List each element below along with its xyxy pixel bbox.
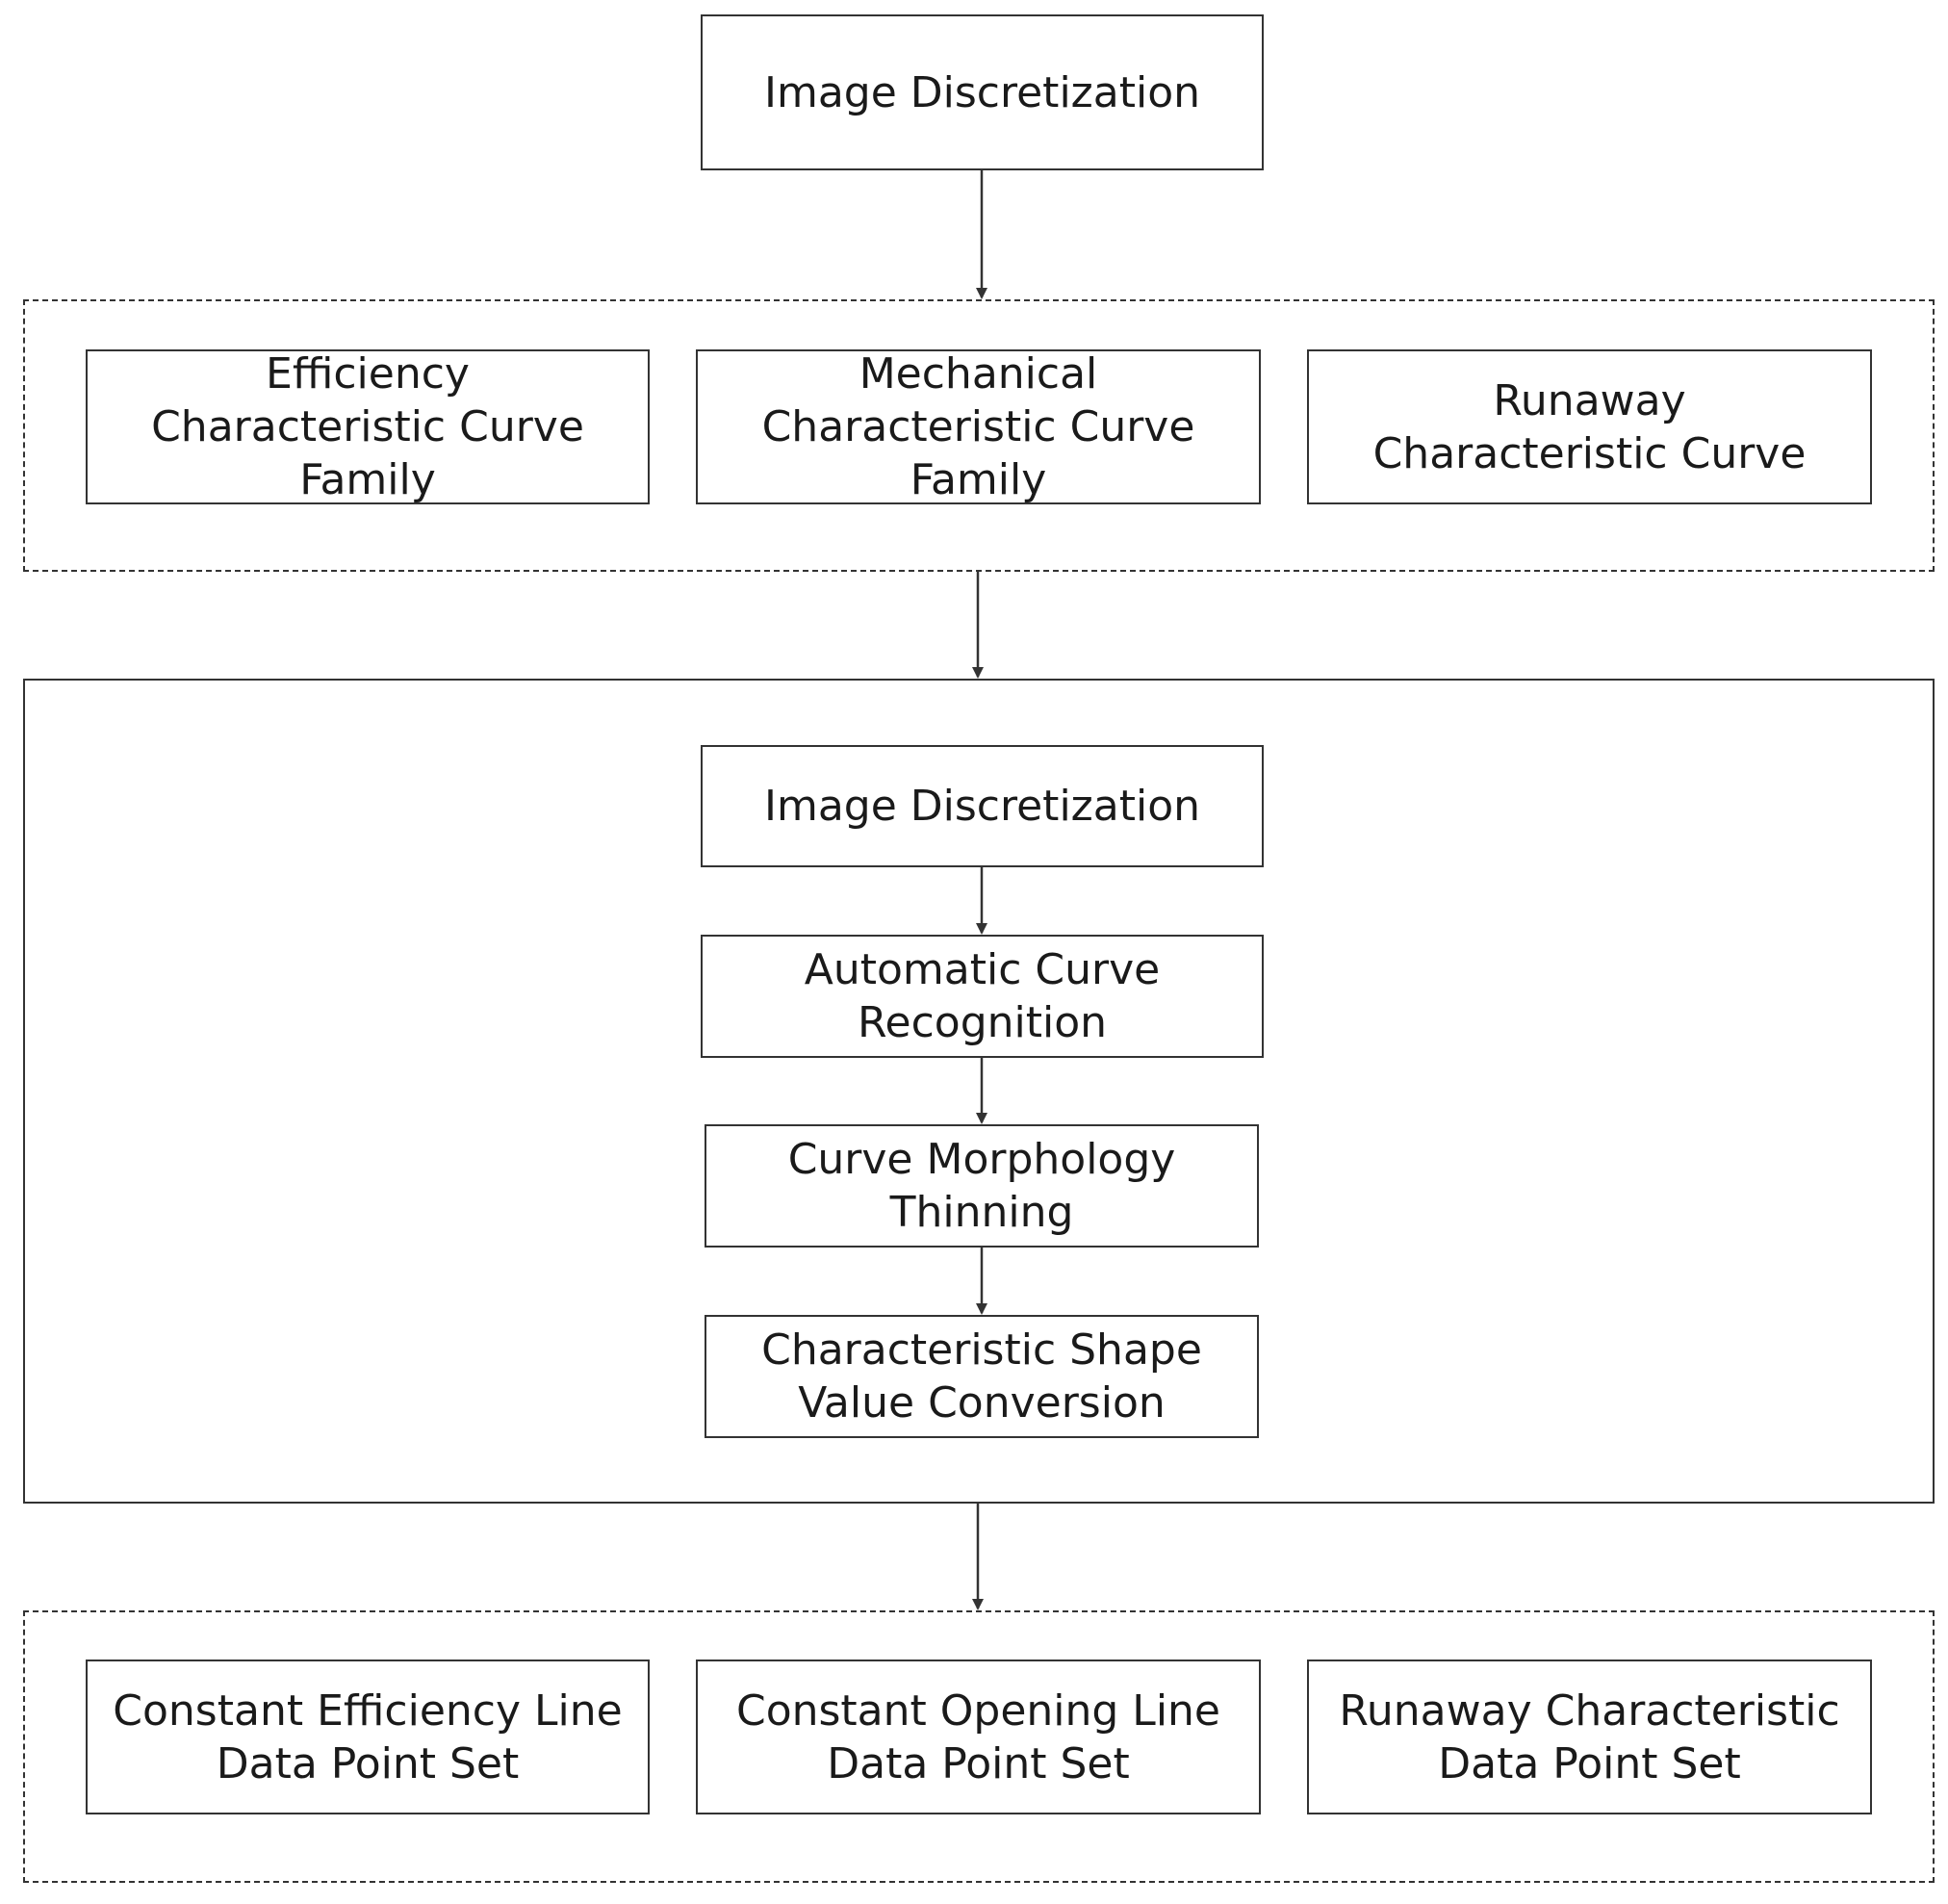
constant-opening-output-box: Constant Opening Line Data Point Set xyxy=(696,1660,1261,1814)
automatic-curve-recognition-box: Automatic Curve Recognition xyxy=(701,935,1264,1058)
runaway-output-box: Runaway Characteristic Data Point Set xyxy=(1307,1660,1872,1814)
curve-morphology-thinning-label: Curve Morphology Thinning xyxy=(787,1135,1176,1237)
constant-efficiency-output-box: Constant Efficiency Line Data Point Set xyxy=(86,1660,650,1814)
runaway-curve-box: Runaway Characteristic Curve xyxy=(1307,349,1872,504)
outputs-group xyxy=(23,1610,1935,1883)
efficiency-curve-family-box: Efficiency Characteristic Curve Family xyxy=(86,349,650,504)
inner-image-discretization-label: Image Discretization xyxy=(763,782,1201,831)
processing-frame xyxy=(23,679,1935,1504)
runaway-curve-label: Runaway Characteristic Curve xyxy=(1372,375,1807,478)
characteristic-shape-conversion-label: Characteristic Shape Value Conversion xyxy=(761,1325,1202,1428)
constant-opening-output-label: Constant Opening Line Data Point Set xyxy=(735,1685,1221,1788)
curve-morphology-thinning-box: Curve Morphology Thinning xyxy=(705,1124,1259,1248)
automatic-curve-recognition-label: Automatic Curve Recognition xyxy=(804,945,1161,1047)
top-image-discretization-box: Image Discretization xyxy=(701,14,1264,170)
mechanical-curve-family-box: Mechanical Characteristic Curve Family xyxy=(696,349,1261,504)
constant-efficiency-output-label: Constant Efficiency Line Data Point Set xyxy=(113,1685,623,1788)
top-image-discretization-label: Image Discretization xyxy=(763,67,1201,117)
inner-image-discretization-box: Image Discretization xyxy=(701,745,1264,867)
curve-families-group xyxy=(23,299,1935,572)
mechanical-curve-family-label: Mechanical Characteristic Curve Family xyxy=(761,349,1195,504)
runaway-output-label: Runaway Characteristic Data Point Set xyxy=(1339,1685,1840,1788)
characteristic-shape-conversion-box: Characteristic Shape Value Conversion xyxy=(705,1315,1259,1438)
efficiency-curve-family-label: Efficiency Characteristic Curve Family xyxy=(151,349,584,504)
